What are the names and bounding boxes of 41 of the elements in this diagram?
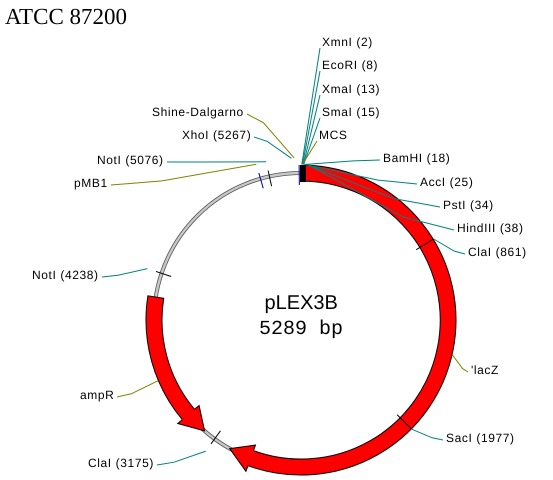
restriction-site-label: HindIII (38) [457,221,524,235]
leader-line [102,268,148,278]
leader-line [452,354,468,372]
restriction-site-label: XmnI (2) [322,35,373,49]
restriction-site-label: AccI (25) [420,175,474,189]
leader-line [304,160,380,165]
feature-label: 'lacZ [471,363,499,377]
restriction-site-label: ClaI (3175) [88,456,154,470]
feature-label: MCS [319,128,348,142]
leader-line [166,161,267,162]
leader-line [306,164,440,208]
restriction-site-label: ClaI (861) [468,245,527,259]
restriction-site-label: XhoI (5267) [182,128,252,142]
leader-line [303,118,320,165]
leader-line [302,140,318,165]
leader-line [246,114,295,159]
feature-label: ampR [80,388,114,402]
gene-arrow [146,295,206,432]
title: ATCC 87200 [5,4,128,30]
leader-line [411,428,444,440]
restriction-site-label: EcoRI (8) [322,58,378,72]
plasmid-name: pLEX3B [264,292,338,315]
feature-label: Shine-Dalgarno [152,105,244,119]
leader-line [305,164,418,184]
feature-label: pMB1 [74,176,108,190]
leader-line [301,48,320,165]
leader-line [308,164,454,230]
plasmid-size: 5289 bp [259,318,344,341]
restriction-site-label: PstI (34) [443,198,494,212]
leader-line [302,70,320,165]
leader-line [116,380,158,398]
restriction-site-label: BamHI (18) [383,151,450,165]
restriction-site-label: XmaI (13) [322,82,380,96]
restriction-site-label: SacI (1977) [446,431,515,445]
leader-line [254,136,292,159]
restriction-site-label: SmaI (15) [322,105,380,119]
leader-line [433,238,466,254]
leader-line [156,450,206,466]
leader-line [110,164,257,186]
restriction-site-label: NotI (5076) [97,153,164,167]
restriction-site-label: NotI (4238) [32,268,99,282]
